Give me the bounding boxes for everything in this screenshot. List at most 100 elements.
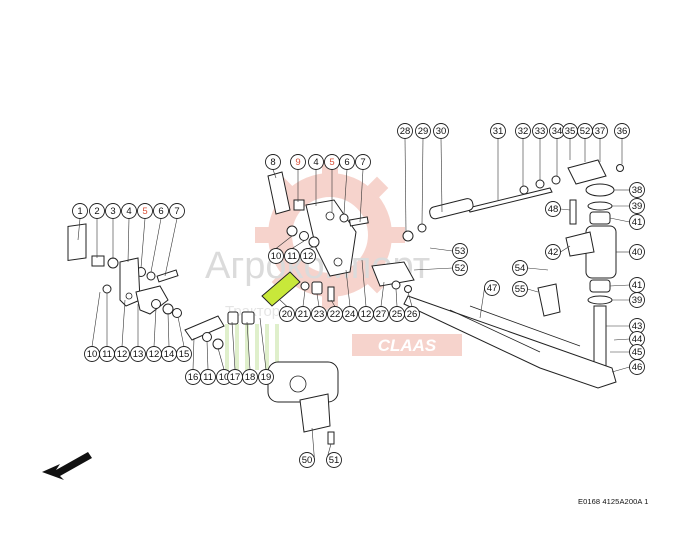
leader-line	[330, 299, 336, 307]
callout-number: 9	[295, 157, 300, 168]
callout-circle	[326, 452, 342, 468]
callout-number: 11	[102, 349, 112, 360]
washer-part-6	[146, 271, 156, 281]
callout-circle	[153, 203, 169, 219]
callout-circle	[114, 346, 130, 362]
callout-50: 50	[299, 452, 315, 468]
callout-circle	[284, 248, 300, 264]
callout-number: 4	[126, 206, 131, 217]
callout-number: 7	[360, 157, 365, 168]
callout-number: 46	[632, 362, 643, 373]
ring-part-39b	[587, 295, 613, 305]
callout-circle	[629, 214, 645, 230]
leader-line	[421, 138, 424, 225]
leader-line	[302, 289, 306, 307]
callout-number: 33	[535, 126, 546, 137]
callout-46: 46	[629, 359, 645, 375]
callout-36: 36	[614, 123, 630, 139]
callout-number: 23	[314, 309, 325, 320]
callout-circle	[130, 346, 146, 362]
callout-6: 6	[153, 203, 169, 219]
callout-10: 10	[84, 346, 100, 362]
callout-number: 12	[117, 349, 128, 360]
callout-number: 6	[158, 206, 163, 217]
callout-number: 26	[407, 309, 418, 320]
callout-number: 11	[287, 251, 297, 262]
callout-12: 12	[114, 346, 130, 362]
spacer-part-23	[311, 281, 323, 295]
callout-number: 25	[392, 309, 403, 320]
washer-part-11b	[299, 231, 309, 241]
callout-circle	[614, 123, 630, 139]
leader-line	[560, 208, 571, 211]
washer-part-12c	[308, 236, 320, 248]
callout-10: 10	[268, 248, 284, 264]
callout-32: 32	[515, 123, 531, 139]
callout-circle	[268, 248, 284, 264]
callout-circle	[169, 203, 185, 219]
callout-number: 17	[230, 372, 241, 383]
leader-line	[311, 427, 315, 461]
leader-line	[272, 169, 277, 179]
washer-part-10c	[212, 338, 224, 350]
callout-number: 14	[164, 349, 175, 360]
callout-circle	[415, 123, 431, 139]
callout-number: 45	[632, 347, 643, 358]
bolt-part-7b	[348, 216, 369, 227]
leader-line	[279, 299, 288, 307]
leader-line	[231, 321, 236, 370]
callout-number: 32	[518, 126, 529, 137]
bracket-part-4	[119, 257, 141, 307]
callout-4: 4	[308, 154, 324, 170]
callout-41: 41	[629, 214, 645, 230]
leader-line	[167, 312, 170, 347]
callout-circle	[592, 123, 608, 139]
washer-part-32	[519, 185, 529, 195]
direction-arrow	[42, 452, 92, 480]
callout-number: 2	[94, 206, 99, 217]
callout-30: 30	[433, 123, 449, 139]
callout-number: 13	[133, 349, 144, 360]
leader-line	[127, 218, 130, 263]
rod-part-31	[467, 187, 553, 213]
callout-7: 7	[355, 154, 371, 170]
callout-circle	[121, 203, 137, 219]
callout-number: 31	[493, 126, 504, 137]
callout-48: 48	[545, 201, 561, 217]
callout-circle	[200, 369, 216, 385]
callout-circle	[484, 280, 500, 296]
bolt-part-51	[327, 431, 335, 445]
callout-2: 2	[89, 203, 105, 219]
leader-line	[164, 218, 178, 277]
leader-line	[259, 317, 267, 370]
callout-circle	[629, 182, 645, 198]
leader-line	[613, 338, 630, 341]
hole-mark	[325, 211, 335, 221]
frame-part-47	[403, 295, 617, 389]
callout-circle	[89, 203, 105, 219]
callout-circle	[404, 306, 420, 322]
callout-circle	[545, 201, 561, 217]
parts-lineart	[42, 159, 624, 480]
callout-circle	[342, 306, 358, 322]
callout-number: 8	[270, 157, 275, 168]
callout-12: 12	[300, 248, 316, 264]
ring-part-39	[587, 201, 613, 211]
callout-51: 51	[326, 452, 342, 468]
pin-part-8	[267, 171, 291, 215]
leader-line	[560, 245, 571, 253]
callout-circle	[176, 346, 192, 362]
callout-number: 5	[142, 206, 147, 217]
callout-31: 31	[490, 123, 506, 139]
callout-14: 14	[161, 346, 177, 362]
callout-number: 34	[552, 126, 563, 137]
motor-shaft	[289, 375, 307, 393]
callout-24: 24	[342, 306, 358, 322]
callout-circle	[629, 198, 645, 214]
hole-mark	[333, 257, 343, 267]
callout-number: 6	[344, 157, 349, 168]
leader-line	[527, 267, 549, 271]
callout-number: 39	[632, 201, 643, 212]
callout-39: 39	[629, 292, 645, 308]
